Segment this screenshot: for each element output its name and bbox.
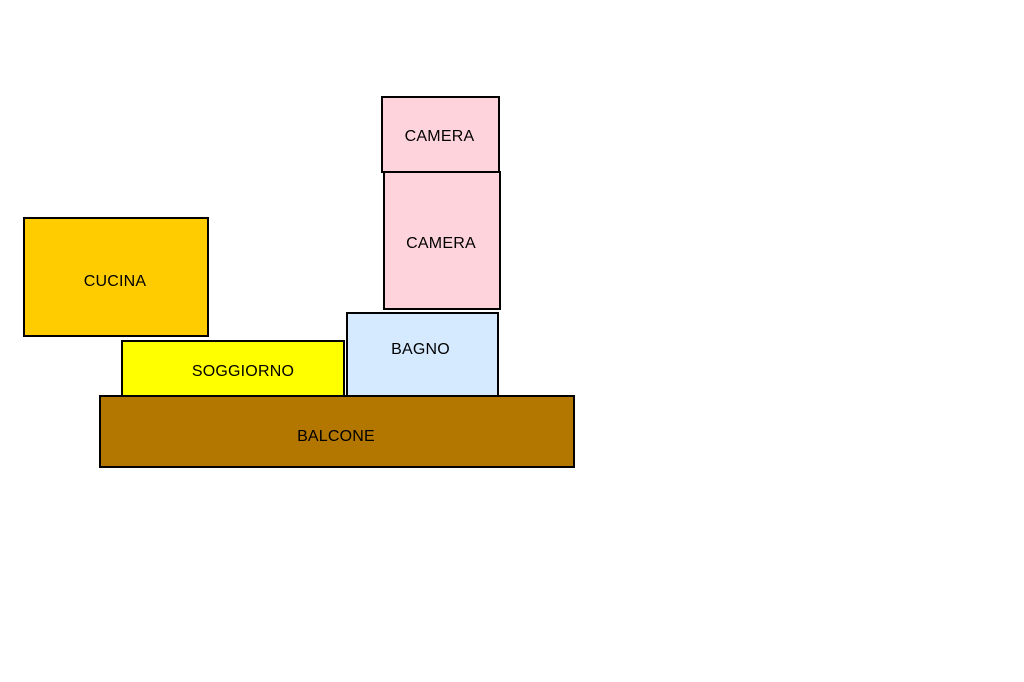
- room-balcone: BALCONE: [99, 395, 575, 468]
- room-soggiorno: SOGGIORNO: [121, 340, 345, 398]
- room-soggiorno-label: SOGGIORNO: [191, 363, 295, 380]
- room-cucina: CUCINA: [23, 217, 209, 337]
- room-camera-bottom: CAMERA: [383, 171, 501, 310]
- room-camera-bottom-label: CAMERA: [406, 234, 476, 252]
- room-cucina-label: CUCINA: [83, 273, 147, 290]
- room-balcone-label: BALCONE: [297, 427, 375, 445]
- room-bagno-label: BAGNO: [391, 341, 450, 358]
- room-bagno: BAGNO: [346, 312, 499, 398]
- room-camera-top-label: CAMERA: [404, 128, 475, 145]
- room-camera-top: CAMERA: [381, 96, 500, 173]
